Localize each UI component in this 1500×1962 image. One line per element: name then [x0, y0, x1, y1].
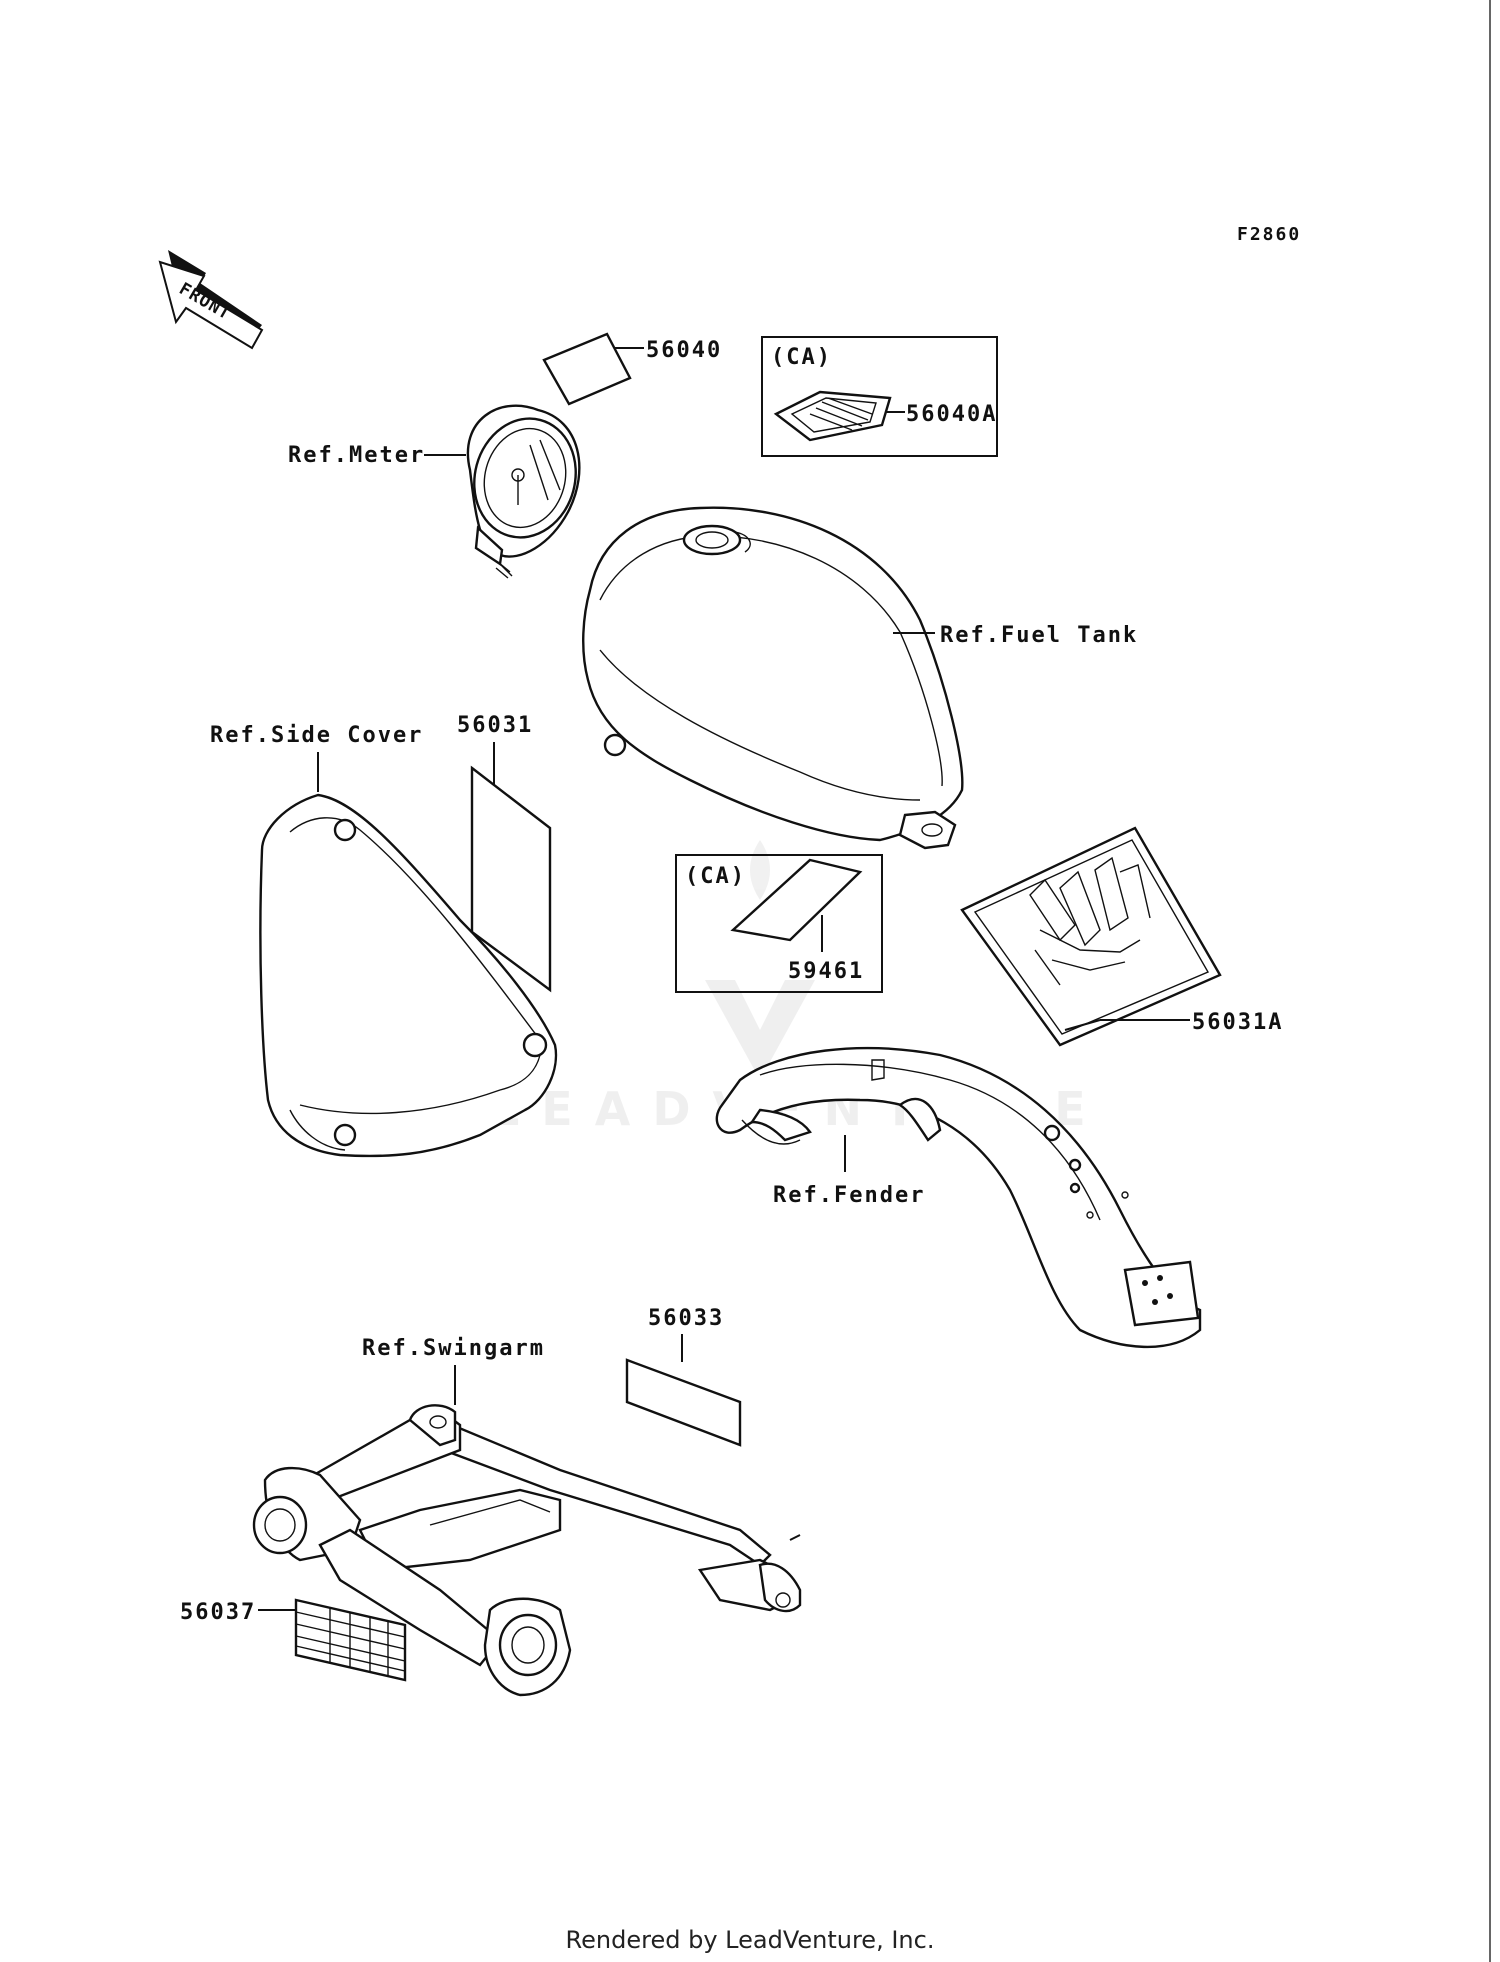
label-56040: 56040: [646, 338, 722, 363]
diagram-code: F2860: [1237, 224, 1301, 245]
label-ref-meter: Ref.Meter: [288, 443, 425, 468]
part-56037: 56037: [180, 1598, 407, 1682]
label-ref-fuel-tank: Ref.Fuel Tank: [940, 623, 1138, 648]
ca-box-1: (CA) 56040A: [761, 336, 998, 457]
part-56031: 56031: [457, 713, 552, 993]
part-swingarm: Ref.Swingarm: [252, 1336, 802, 1697]
part-side-cover: Ref.Side Cover: [210, 723, 558, 1158]
ca-box-2-label: (CA): [685, 864, 746, 889]
label-56040A: 56040A: [906, 402, 997, 427]
front-arrow: FRONT: [158, 250, 264, 350]
footer-credit: Rendered by LeadVenture, Inc.: [566, 1926, 935, 1954]
part-56040: 56040: [542, 332, 722, 406]
label-ref-swingarm: Ref.Swingarm: [362, 1336, 545, 1361]
part-fender: Ref.Fender: [715, 1046, 1202, 1349]
label-56037: 56037: [180, 1600, 256, 1625]
part-56031A: 56031A: [960, 826, 1283, 1047]
label-ref-fender: Ref.Fender: [773, 1183, 925, 1208]
label-56031: 56031: [457, 713, 533, 738]
part-56033: 56033: [625, 1306, 742, 1447]
label-56031A: 56031A: [1192, 1010, 1283, 1035]
label-56033: 56033: [648, 1306, 724, 1331]
label-ref-side-cover: Ref.Side Cover: [210, 723, 423, 748]
part-meter: Ref.Meter: [288, 404, 581, 579]
ca-box-1-label: (CA): [771, 345, 832, 370]
ca-box-2: (CA) 59461: [675, 854, 883, 993]
label-59461: 59461: [788, 959, 864, 984]
part-fuel-tank: Ref.Fuel Tank: [582, 506, 1138, 850]
